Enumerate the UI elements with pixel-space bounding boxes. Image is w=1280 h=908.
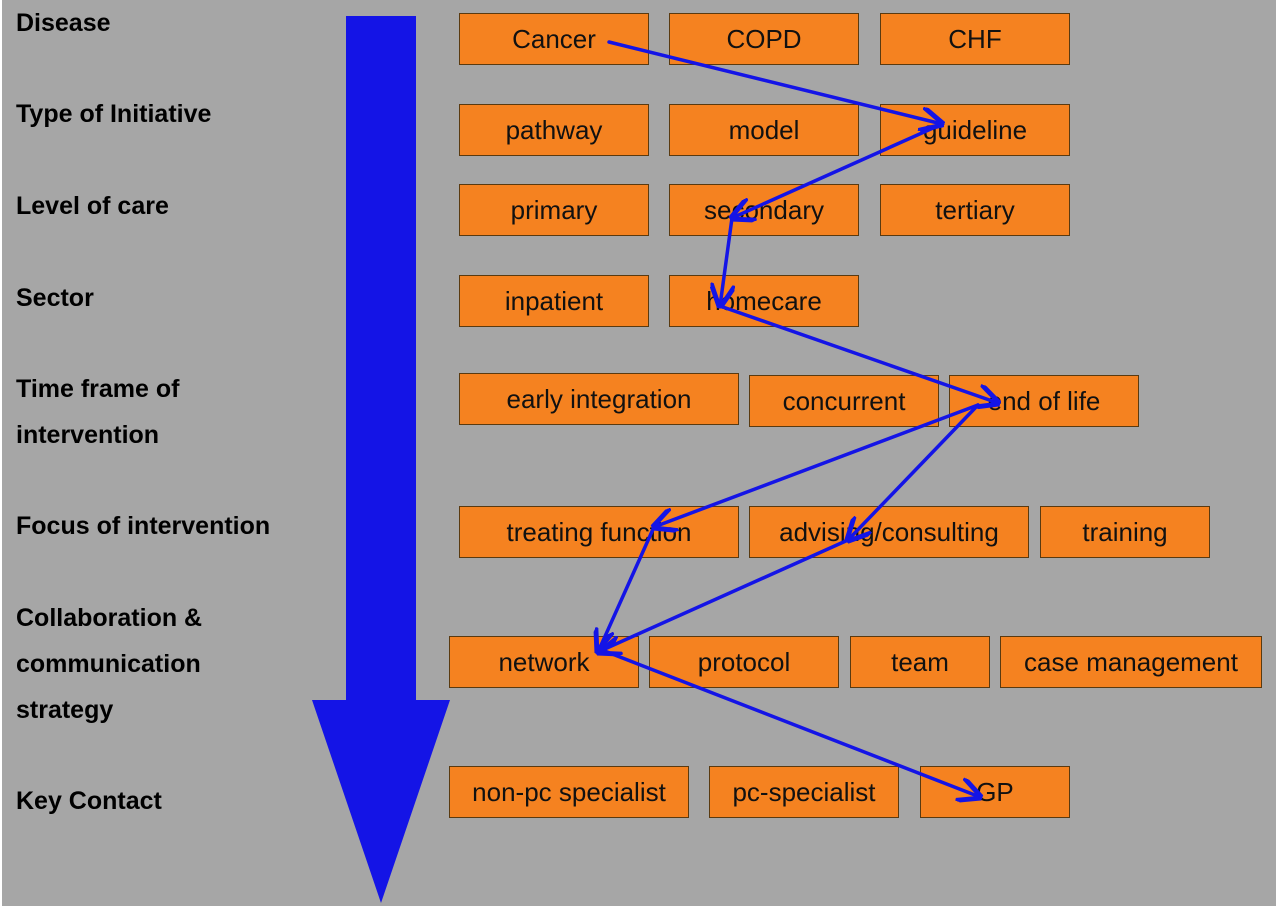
option-box-advising-consulting: advising/consulting [749, 506, 1029, 558]
path-arrow-end-of-life-to-treating-function [654, 403, 980, 527]
path-arrow-network-to-gp [600, 648, 980, 797]
option-box-team: team [850, 636, 990, 688]
option-box-pc-specialist: pc-specialist [709, 766, 899, 818]
option-box-inpatient: inpatient [459, 275, 649, 327]
row-label-time-frame-of-intervention: Time frame of intervention [16, 375, 180, 449]
path-arrow-guideline-to-secondary [732, 122, 944, 218]
path-arrow-homecare-to-end-of-life [718, 304, 998, 403]
option-box-training: training [1040, 506, 1210, 558]
option-box-concurrent: concurrent [749, 375, 939, 427]
selection-path [598, 40, 998, 797]
path-arrow-secondary-to-homecare [720, 216, 732, 306]
option-box-cancer: Cancer [459, 13, 649, 65]
path-arrow-treating-function-to-network [598, 525, 656, 652]
row-label-disease: Disease [16, 9, 111, 37]
option-box-secondary: secondary [669, 184, 859, 236]
option-box-tertiary: tertiary [880, 184, 1070, 236]
path-arrow-advising-consulting-to-network [598, 538, 850, 652]
option-box-pathway: pathway [459, 104, 649, 156]
option-box-chf: CHF [880, 13, 1070, 65]
option-box-model: model [669, 104, 859, 156]
row-label-collaboration-communication-strategy: Collaboration & communication strategy [16, 604, 203, 724]
option-box-non-pc-specialist: non-pc specialist [449, 766, 689, 818]
down-arrow-icon [312, 16, 450, 903]
row-label-key-contact: Key Contact [16, 787, 162, 815]
option-box-early-integration: early integration [459, 373, 739, 425]
row-label-sector: Sector [16, 284, 94, 312]
option-box-copd: COPD [669, 13, 859, 65]
row-label-type-of-initiative: Type of Initiative [16, 100, 212, 128]
path-arrow-end-of-life-to-advising-consulting [848, 403, 980, 540]
row-label-level-of-care: Level of care [16, 192, 169, 220]
option-box-case-management: case management [1000, 636, 1262, 688]
option-box-gp: GP [920, 766, 1070, 818]
option-box-primary: primary [459, 184, 649, 236]
path-arrow-cancer-to-guideline [607, 40, 942, 124]
row-label-focus-of-intervention: Focus of intervention [16, 512, 271, 540]
